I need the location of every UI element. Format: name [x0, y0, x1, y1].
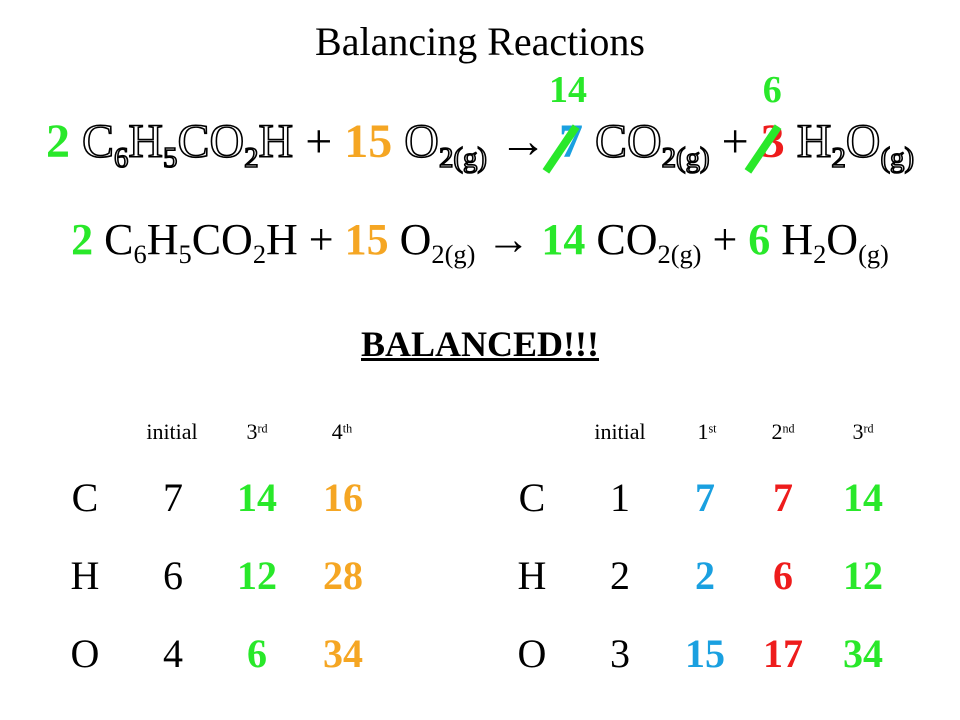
right-cell-o-initial: 3 — [610, 631, 630, 676]
left-cell-h-3rd: 12 — [237, 553, 277, 598]
left-cell-o-4th: 34 — [323, 631, 363, 676]
right-cell-o-2nd: 17 — [763, 631, 803, 676]
coefficient-carbon-dioxide-struck: 7 14 — [542, 69, 587, 174]
right-cell-h-initial: 2 — [610, 553, 630, 598]
formula-carbon-dioxide: CO2(g) — [596, 215, 702, 270]
right-header-2nd: 2nd — [771, 419, 795, 444]
formula-water: H2O(g) — [796, 114, 915, 175]
coefficient-water-struck: 3 6 — [744, 69, 785, 174]
formula-water: H2O(g) — [781, 215, 889, 270]
right-cell-o-3rd: 34 — [843, 631, 883, 676]
left-header-initial: initial — [146, 419, 198, 444]
left-element-h: H — [70, 553, 100, 598]
coefficient-carbon-dioxide-new: 14 — [548, 69, 587, 111]
right-cell-c-2nd: 7 — [773, 475, 793, 520]
left-element-c: C — [71, 475, 99, 520]
right-cell-c-3rd: 14 — [843, 475, 883, 520]
right-cell-h-3rd: 12 — [843, 553, 883, 598]
formula-carbon-dioxide: CO2(g) — [594, 114, 710, 175]
plus-sign: + — [305, 115, 333, 168]
right-header-initial: initial — [594, 419, 646, 444]
coefficient-benzoic-acid: 2 — [45, 115, 70, 168]
left-cell-o-3rd: 6 — [247, 631, 267, 676]
coefficient-water-new: 6 — [762, 69, 782, 111]
formula-oxygen: O2(g) — [399, 215, 476, 270]
left-cell-h-4th: 28 — [323, 553, 363, 598]
formula-benzoic-acid: C6H5CO2H — [104, 215, 298, 270]
formula-oxygen: O2(g) — [404, 114, 488, 175]
right-cell-c-initial: 1 — [610, 475, 630, 520]
balanced-status: BALANCED!!! — [361, 324, 599, 364]
left-header-4th: 4th — [331, 419, 353, 444]
plus-sign: + — [712, 215, 738, 264]
reaction-arrow: → — [486, 215, 531, 264]
reaction-arrow: → — [498, 115, 547, 168]
coefficient-oxygen: 15 — [344, 215, 389, 264]
coefficient-water: 6 — [748, 215, 771, 264]
left-header-3rd: 3rd — [246, 419, 268, 444]
right-element-h: H — [517, 553, 547, 598]
left-cell-c-3rd: 14 — [237, 475, 277, 520]
left-element-o: O — [70, 631, 100, 676]
right-cell-c-1st: 7 — [695, 475, 715, 520]
plus-sign: + — [721, 115, 749, 168]
slide-title: Balancing Reactions — [315, 19, 645, 64]
coefficient-oxygen: 15 — [344, 115, 393, 168]
right-element-c: C — [518, 475, 546, 520]
right-header-3rd: 3rd — [852, 419, 874, 444]
right-cell-h-1st: 2 — [695, 553, 715, 598]
right-cell-o-1st: 15 — [685, 631, 725, 676]
right-cell-h-2nd: 6 — [773, 553, 793, 598]
left-cell-c-4th: 16 — [323, 475, 363, 520]
coefficient-carbon-dioxide: 14 — [541, 215, 586, 264]
left-cell-h-initial: 6 — [163, 553, 183, 598]
right-header-1st: 1st — [697, 419, 717, 444]
equation-balanced: 2 C6H5CO2H + 15 O2(g) → 14 CO2(g) + 6 H2… — [0, 212, 960, 268]
left-cell-c-initial: 7 — [163, 475, 183, 520]
coefficient-benzoic-acid: 2 — [71, 215, 94, 264]
plus-sign: + — [308, 215, 334, 264]
equation-previous: 2 C6H5CO2H + 15 O2(g) → 7 14 CO2(g) + 3 … — [0, 69, 960, 175]
left-cell-o-initial: 4 — [163, 631, 183, 676]
formula-benzoic-acid: C6H5CO2H — [81, 114, 294, 175]
right-element-o: O — [517, 631, 547, 676]
